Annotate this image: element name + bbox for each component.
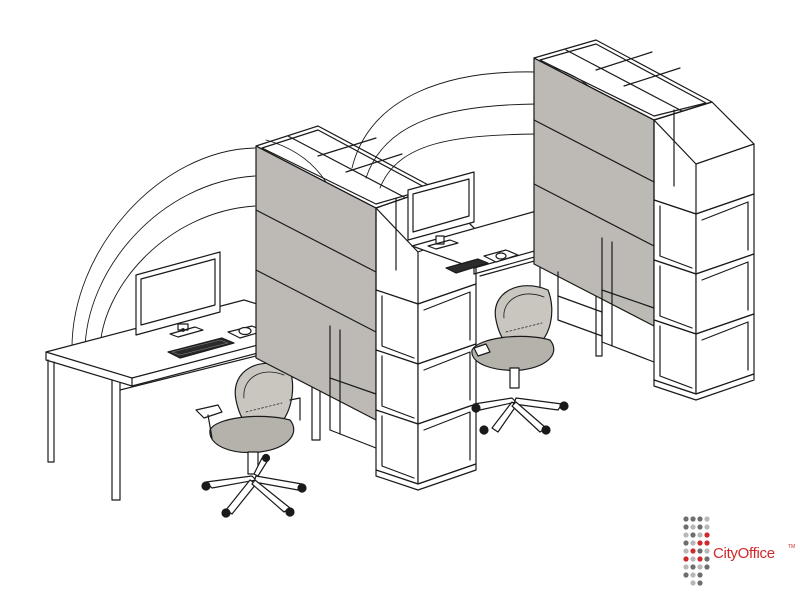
left-office-chair <box>195 362 307 518</box>
trademark-mark: TM <box>788 544 796 550</box>
right-office-chair <box>471 285 569 435</box>
dot-grid-logo-icon <box>683 516 710 586</box>
right-shelf-tower <box>533 39 755 401</box>
right-keyboard <box>445 258 489 274</box>
right-mouse-pad <box>483 249 519 263</box>
left-keyboard <box>167 337 235 359</box>
left-monitor <box>135 251 221 338</box>
brand-name: CityOffice <box>713 545 775 562</box>
right-acoustic-panel <box>533 57 655 327</box>
right-monitor <box>407 171 475 250</box>
